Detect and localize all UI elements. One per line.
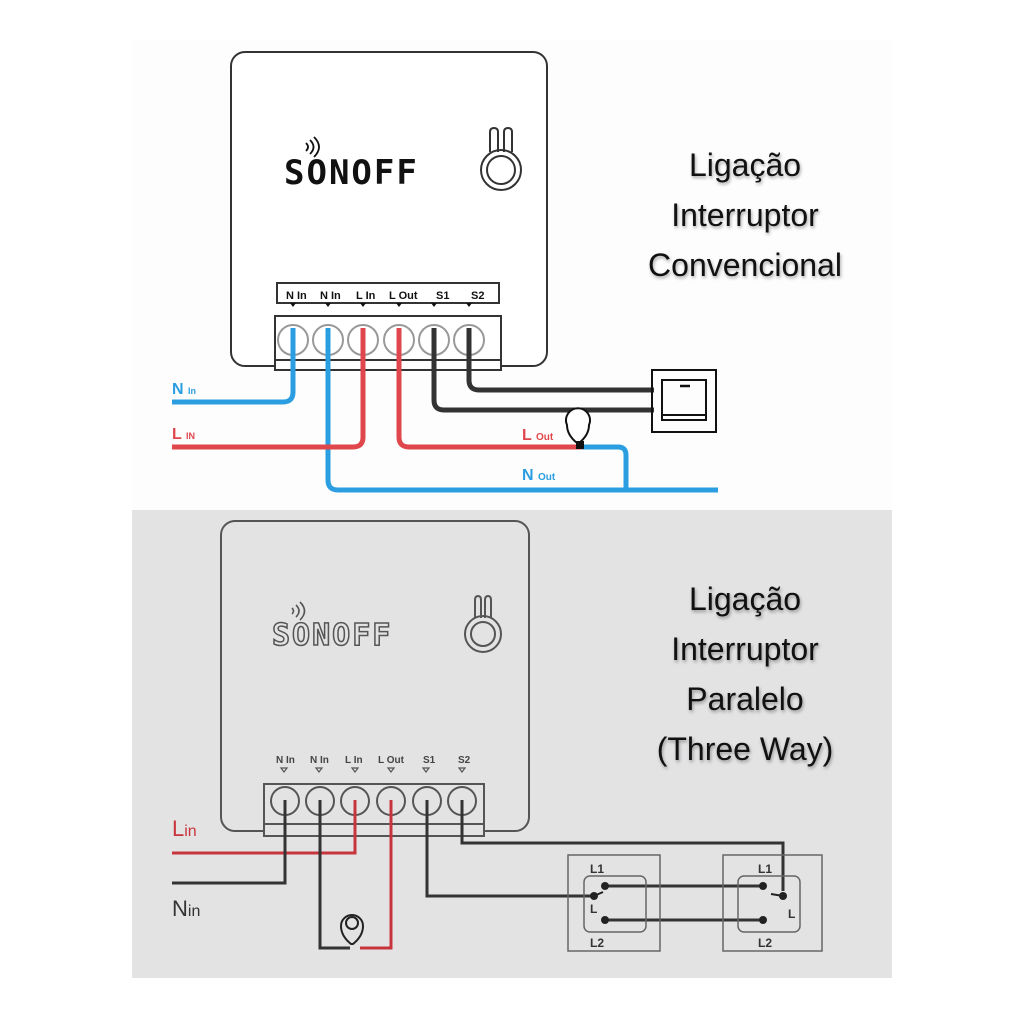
label-l-in: Lin bbox=[172, 816, 197, 841]
terminal-label-s2: S2 bbox=[471, 290, 484, 302]
label-l-out: L Out bbox=[522, 427, 554, 444]
label-l-in: L IN bbox=[172, 426, 195, 443]
title-line: Interruptor bbox=[671, 631, 819, 667]
terminal-label-s1: S1 bbox=[436, 290, 449, 302]
label-n-in: Nin bbox=[172, 896, 200, 921]
wire-n-through bbox=[325, 328, 718, 493]
sonoff-device-bottom: SONOFF N In N In L In L Out S1 S2 bbox=[220, 520, 530, 837]
title-line: Ligação bbox=[688, 147, 802, 183]
reset-button-icon bbox=[464, 594, 502, 653]
terminal-label-n-in-2: N In bbox=[310, 755, 329, 766]
wire-s1 bbox=[425, 800, 597, 898]
sonoff-device-top: SONOFF N In N In L In L Out S1 S2 bbox=[230, 51, 548, 371]
wire-l-out-to-lamp bbox=[360, 800, 393, 950]
wire-l-in bbox=[172, 800, 357, 855]
wire-n-in bbox=[172, 800, 287, 885]
sonoff-logo: SONOFF bbox=[284, 136, 419, 193]
terminal-label-n-in-2: N In bbox=[320, 290, 341, 302]
terminal-label-n-in-1: N In bbox=[276, 755, 295, 766]
label-n-in: N In bbox=[172, 381, 196, 398]
light-bulb-icon bbox=[339, 914, 365, 945]
wire-n-to-lamp bbox=[318, 800, 350, 950]
wire-n-in bbox=[172, 328, 296, 405]
title-line: Interruptor bbox=[671, 197, 819, 233]
wire-s2 bbox=[460, 800, 785, 891]
title-line: (Three Way) bbox=[656, 731, 834, 767]
terminal-label-l-out: L Out bbox=[389, 290, 418, 302]
brand-logo-text: SONOFF bbox=[272, 618, 392, 653]
switch-2-label-common: L bbox=[788, 907, 795, 921]
title-line: Paralelo bbox=[686, 681, 804, 717]
wire-l-in bbox=[172, 328, 366, 450]
terminal-arrows bbox=[279, 767, 467, 773]
switch-1-label-common: L bbox=[590, 902, 597, 916]
terminal-label-l-in: L In bbox=[356, 290, 376, 302]
terminal-label-l-out: L Out bbox=[378, 755, 405, 766]
terminal-label-s2: S2 bbox=[458, 755, 471, 766]
title-line: Convencional bbox=[648, 247, 842, 283]
wire-l-out bbox=[396, 328, 582, 450]
terminal-label-strip bbox=[276, 282, 500, 304]
terminal-arrows bbox=[290, 303, 472, 307]
terminal-label-n-in-1: N In bbox=[286, 290, 307, 302]
switch-1-label-l2: L2 bbox=[590, 936, 604, 950]
brand-logo-text: SONOFF bbox=[284, 153, 419, 193]
three-way-switch-1: L1 L2 L bbox=[567, 854, 661, 952]
switch-1-label-l1: L1 bbox=[590, 862, 604, 876]
terminal-block bbox=[263, 783, 485, 837]
title-line: Ligação bbox=[688, 581, 802, 617]
title-conventional: Ligação Interruptor Convencional bbox=[600, 140, 890, 290]
terminal-label-s1: S1 bbox=[423, 755, 436, 766]
label-n-out: N Out bbox=[522, 467, 556, 484]
reset-button-icon bbox=[480, 126, 522, 191]
wifi-icon bbox=[305, 136, 320, 158]
switch-2-label-l1: L1 bbox=[758, 862, 772, 876]
terminal-label-l-in: L In bbox=[345, 755, 363, 766]
wifi-icon bbox=[291, 601, 306, 621]
sonoff-logo: SONOFF bbox=[271, 601, 392, 654]
light-bulb-icon bbox=[565, 407, 591, 449]
wire-n-out bbox=[582, 444, 629, 490]
switch-2-label-l2: L2 bbox=[758, 936, 772, 950]
wire-s1 bbox=[431, 328, 654, 413]
wire-s2 bbox=[466, 328, 654, 393]
three-way-switch-2: L1 L2 L bbox=[722, 854, 823, 952]
wall-switch-icon bbox=[651, 369, 717, 433]
title-three-way: Ligação Interruptor Paralelo (Three Way) bbox=[600, 574, 890, 774]
